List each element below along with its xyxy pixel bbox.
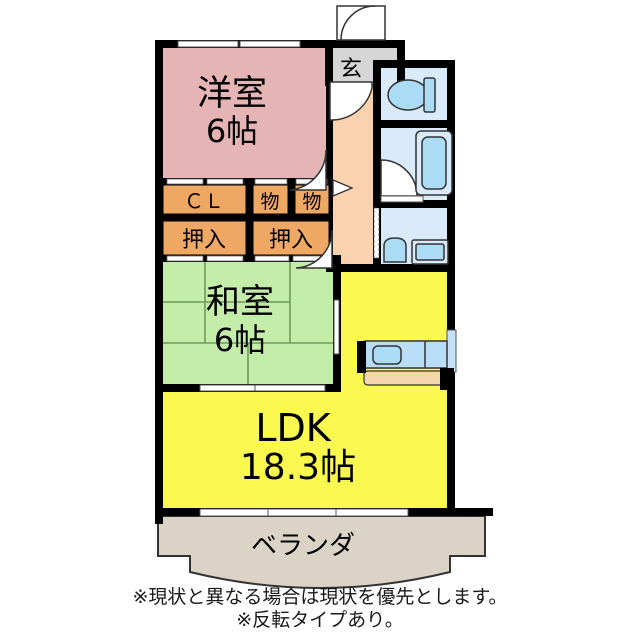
storage-oshiire-1 bbox=[162, 220, 247, 256]
japanese-room-size: 6帖 bbox=[214, 321, 266, 359]
footer-note-2: ※反転タイプあり。 bbox=[236, 609, 404, 631]
room-labels: 洋室 6帖 和室 6帖 LDK 18.3帖 玄 bbox=[197, 57, 362, 488]
japanese-room-label: 和室 bbox=[206, 282, 274, 322]
room-ldk-fill bbox=[163, 272, 455, 516]
storage-mono-1-label: 物 bbox=[260, 191, 279, 213]
closet-label: ＣＬ bbox=[184, 189, 224, 213]
entrance-label: 玄 bbox=[340, 57, 362, 82]
ldk-size: 18.3帖 bbox=[240, 447, 356, 488]
storage-blocks: ＣＬ 物 物 押入 押入 bbox=[162, 184, 330, 256]
balcony-label: ベランダ bbox=[251, 531, 355, 561]
oshiire-1-label: 押入 bbox=[182, 228, 226, 253]
kitchen-fixture bbox=[357, 340, 454, 390]
storage-closet bbox=[162, 184, 247, 215]
doors bbox=[289, 5, 424, 269]
ldk-label: LDK bbox=[255, 406, 331, 450]
washroom-fixtures bbox=[383, 237, 449, 265]
room-balcony: ベランダ bbox=[157, 515, 486, 589]
tatami-grid bbox=[163, 262, 333, 384]
western-room-size: 6帖 bbox=[206, 112, 258, 150]
storage-oshiire-2 bbox=[252, 220, 330, 256]
direction-arrow-icon bbox=[332, 179, 354, 197]
room-western-fill bbox=[163, 48, 328, 178]
western-room-label: 洋室 bbox=[197, 74, 267, 114]
oshiire-2-label: 押入 bbox=[269, 228, 313, 253]
windows bbox=[166, 40, 457, 517]
storage-mono-1 bbox=[252, 184, 289, 215]
storage-mono-2-label: 物 bbox=[302, 191, 321, 213]
footer-note-1: ※現状と異なる場合は現状を優先とします。 bbox=[132, 586, 508, 608]
footer-notes: ※現状と異なる場合は現状を優先とします。 ※反転タイプあり。 bbox=[0, 586, 640, 632]
toilet-fixture bbox=[387, 77, 436, 113]
bathtub-fixture bbox=[415, 130, 453, 196]
